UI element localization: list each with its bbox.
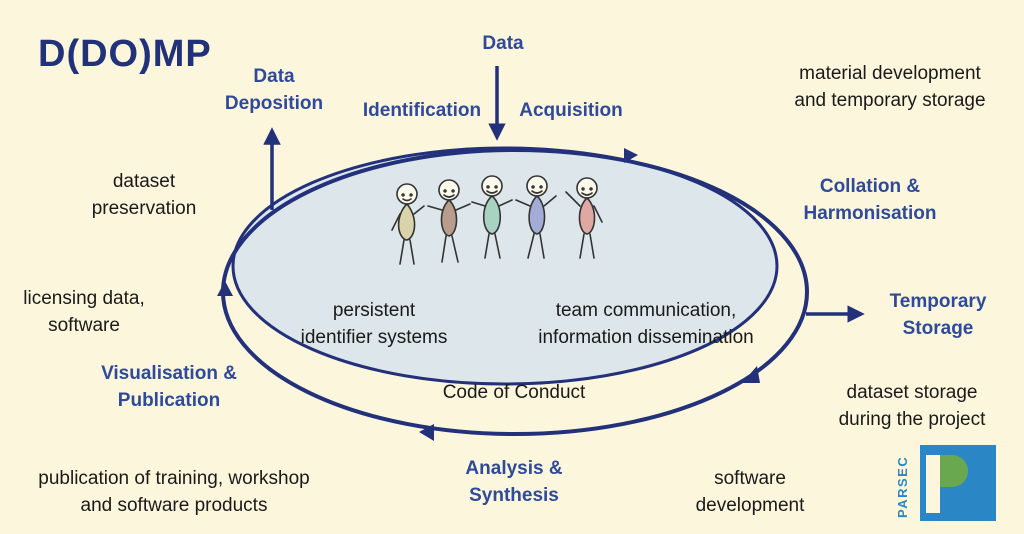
label-line: Deposition — [224, 93, 324, 114]
note-line: preservation — [91, 198, 197, 219]
label-line: Data — [253, 66, 295, 87]
note-dataset-storage: dataset storage during the project — [814, 379, 1010, 433]
note-licensing: licensing data, software — [0, 285, 168, 339]
cycle-arrow-right — [742, 366, 760, 383]
center-line: identifier systems — [300, 327, 448, 348]
label-line: Publication — [117, 390, 221, 411]
label-data-deposition: Data Deposition — [214, 63, 334, 117]
label-line: Harmonisation — [803, 203, 937, 224]
note-line: software — [48, 315, 120, 336]
cycle-arrow-bottom — [419, 424, 434, 441]
label-visualisation: Visualisation & Publication — [86, 360, 252, 414]
team-figures-illustration — [391, 175, 603, 265]
parsec-logo — [920, 445, 996, 521]
label-line: Storage — [902, 318, 974, 339]
label-line: Visualisation & — [101, 363, 237, 384]
center-code-of-conduct: Code of Conduct — [442, 382, 586, 403]
note-publication: publication of training, workshop and so… — [2, 465, 346, 519]
center-line: team communication, — [555, 300, 737, 321]
label-collation: Collation & Harmonisation — [790, 173, 950, 227]
note-line: development — [695, 495, 805, 516]
label-identification: Identification — [362, 100, 482, 121]
note-line: licensing data, — [23, 288, 145, 309]
center-persistent: persistent identifier systems — [276, 297, 472, 351]
label-line: Synthesis — [469, 485, 559, 506]
center-line: information dissemination — [538, 327, 754, 348]
note-dataset-preservation: dataset preservation — [74, 168, 214, 222]
note-line: software — [714, 468, 786, 489]
note-line: during the project — [838, 409, 986, 430]
note-line: and software products — [80, 495, 268, 516]
note-line: dataset — [112, 171, 176, 192]
cycle-arrow-left — [217, 281, 233, 296]
label-analysis: Analysis & Synthesis — [448, 455, 580, 509]
inner-ellipse — [231, 146, 779, 386]
cycle-arrow-top — [624, 148, 638, 163]
ddomp-logo: D(DO)MP — [38, 33, 212, 75]
note-software-development: software development — [674, 465, 826, 519]
note-line: dataset storage — [846, 382, 978, 403]
center-team: team communication, information dissemin… — [504, 297, 788, 351]
center-line: persistent — [332, 300, 416, 321]
parsec-logo-text: PARSEC — [895, 455, 910, 518]
note-line: publication of training, workshop — [38, 468, 310, 489]
label-temporary-storage: Temporary Storage — [872, 288, 1004, 342]
note-line: material development — [799, 63, 981, 84]
note-line: and temporary storage — [794, 90, 986, 111]
label-acquisition: Acquisition — [519, 100, 623, 121]
label-line: Analysis & — [465, 458, 563, 479]
label-data: Data — [482, 33, 524, 54]
label-line: Collation & — [819, 176, 921, 197]
note-material: material development and temporary stora… — [768, 60, 1012, 114]
label-line: Temporary — [889, 291, 987, 312]
